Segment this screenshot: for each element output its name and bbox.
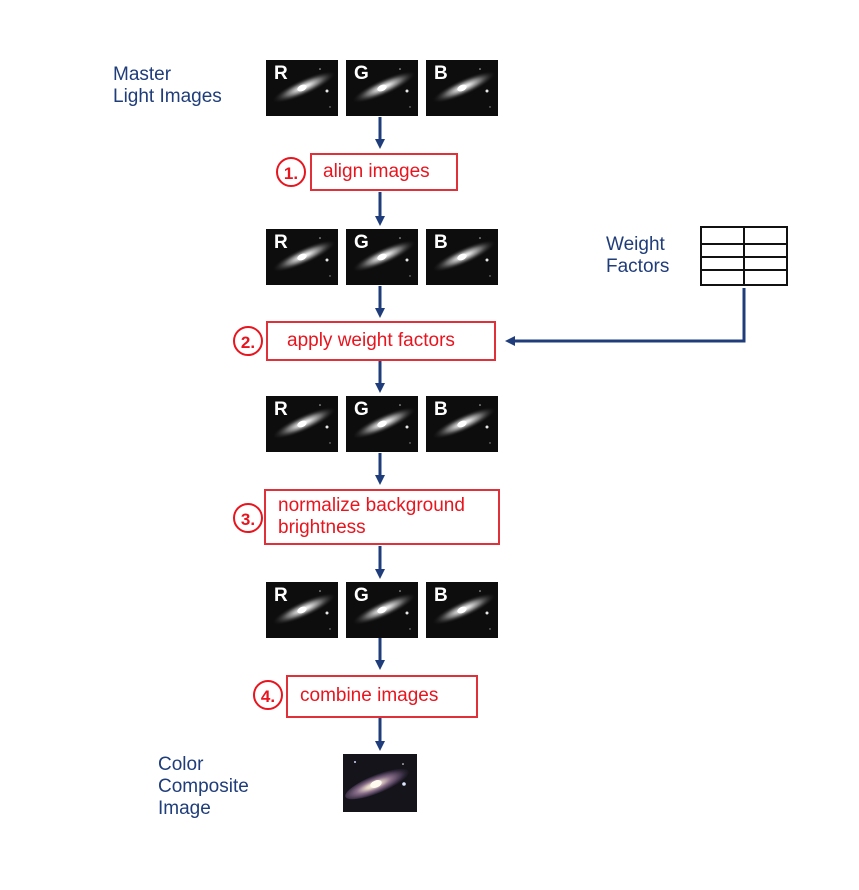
image-r-row1: R (266, 60, 338, 116)
color-composite-image (343, 754, 417, 812)
step-2-number: 2. (233, 326, 263, 356)
arrow-weights-to-step2 (505, 288, 746, 346)
channel-label-g: G (354, 585, 369, 606)
step-1-number: 1. (276, 157, 306, 187)
channel-label-r: R (274, 585, 288, 606)
color-composite-image-label: Color Composite Image (158, 754, 249, 819)
image-b-row4: B (426, 582, 498, 638)
step-4-number: 4. (253, 680, 283, 710)
channel-label-b: B (434, 585, 448, 606)
image-b-row1: B (426, 60, 498, 116)
image-b-row3: B (426, 396, 498, 452)
step-3-box: normalize background brightness (264, 489, 500, 545)
channel-label-b: B (434, 399, 448, 420)
channel-label-r: R (274, 232, 288, 253)
image-b-row2: B (426, 229, 498, 285)
channel-label-b: B (434, 232, 448, 253)
weight-factors-table-icon (700, 226, 788, 286)
step-4-box: combine images (286, 675, 478, 718)
channel-label-g: G (354, 63, 369, 84)
step-3-number: 3. (233, 503, 263, 533)
master-light-images-label: Master Light Images (113, 64, 222, 107)
channel-label-r: R (274, 399, 288, 420)
channel-label-r: R (274, 63, 288, 84)
image-r-row4: R (266, 582, 338, 638)
image-g-row2: G (346, 229, 418, 285)
step-1-box: align images (310, 153, 458, 191)
channel-label-g: G (354, 232, 369, 253)
step-2-box: apply weight factors (266, 321, 496, 361)
channel-label-g: G (354, 399, 369, 420)
image-r-row3: R (266, 396, 338, 452)
image-g-row4: G (346, 582, 418, 638)
weight-factors-label: Weight Factors (606, 234, 670, 277)
image-g-row1: G (346, 60, 418, 116)
image-g-row3: G (346, 396, 418, 452)
channel-label-b: B (434, 63, 448, 84)
image-r-row2: R (266, 229, 338, 285)
